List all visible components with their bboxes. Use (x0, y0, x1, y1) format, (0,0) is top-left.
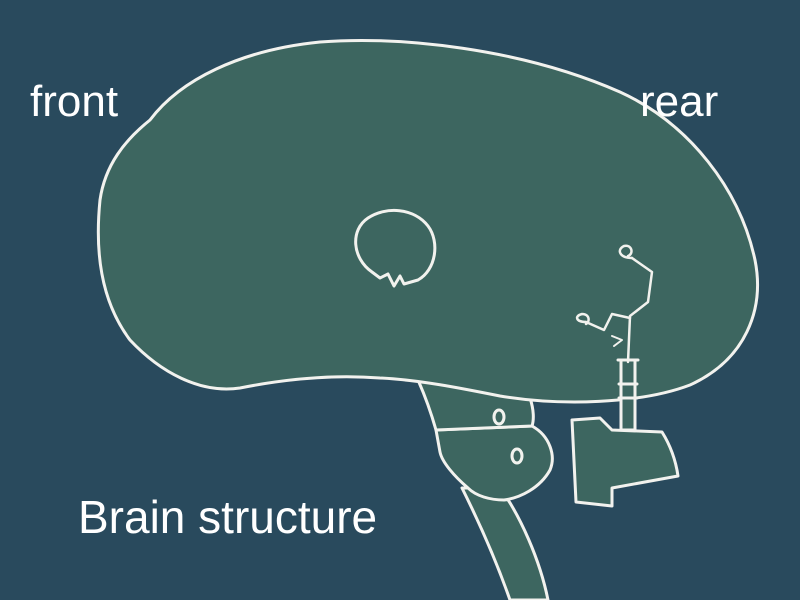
branch-line (626, 256, 654, 364)
branch-loop-left (575, 312, 590, 326)
medulla (434, 424, 554, 502)
stalk-rod (619, 358, 637, 432)
pons-oval (492, 408, 506, 426)
branch-arm (584, 312, 632, 332)
branch-loop-top (618, 244, 634, 260)
cerebellum (570, 416, 680, 508)
front-label: front (30, 77, 119, 126)
medulla-oval (510, 447, 524, 465)
spinal-cord (460, 486, 550, 600)
notched-circle (354, 208, 437, 288)
cerebrum (96, 39, 759, 404)
rear-label: rear (640, 77, 719, 126)
diagram-title: Brain structure (78, 491, 378, 543)
branch-notch (611, 335, 623, 347)
